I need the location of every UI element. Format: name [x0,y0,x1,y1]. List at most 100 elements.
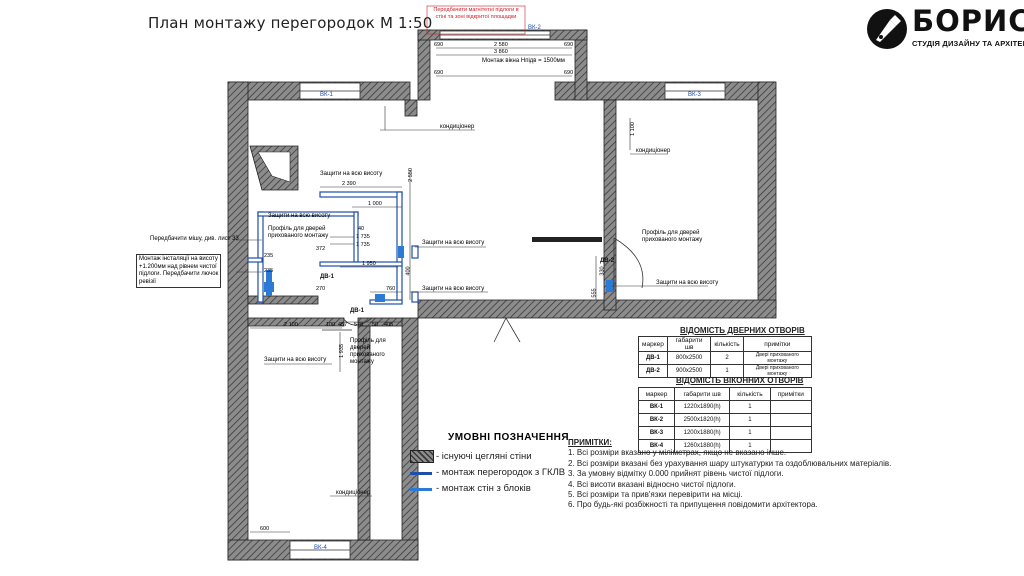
window-marker-vk1: ВК-1 [320,92,333,98]
note-item-2: 2. Всі розміри вказані без урахування ша… [568,458,892,468]
table-cell: 1260х1880(h) [673,439,731,453]
profile-label-b-line2: прихованого монтажу [642,237,703,243]
install-note-line3: підлоги. Передбачити лючок [139,271,219,277]
install-note-line4: ревізії [139,278,156,285]
door-table-header-marker: маркер [638,336,668,352]
table-cell: 1 [729,400,771,414]
window-mount-note: Монтаж вікна Hпідв = 1500мм [482,58,565,64]
table-cell [769,400,813,414]
dim-balcony-690-b: 690 [564,42,574,48]
window-table-header: маркер габарити шв кількість примітки [638,387,813,401]
dim-mid-235-a: 235 [264,253,274,259]
dim-right-330: 330 [599,266,606,276]
table-cell: ВК-2 [638,413,675,427]
table-row: ВК-3 1200х1880(h) 1 [638,426,813,440]
legend-swatch-gklv [410,472,432,475]
dim-balcony-690-a: 690 [434,42,444,48]
drawing-title: План монтажу перегородок М 1:50 [148,14,433,32]
legend-title: УМОВНІ ПОЗНАЧЕННЯ [448,432,570,443]
dim-lower-100: 100 [326,322,336,328]
table-row: ВК-2 2500х1820(h) 1 [638,413,813,427]
profile-label-b: Профіль для дверей прихованого монтажу [642,230,702,244]
note-item-4: 4. Всі висоти вказані відносно чистої пі… [568,479,736,489]
dim-balcony-690-c: 690 [434,70,444,76]
door-marker-dv1-a: ДВ-1 [320,274,334,280]
table-cell: 1 [710,364,744,378]
dim-top-2390: 2 390 [342,181,356,187]
install-note-line2: +1.200мм над рівнем чистої [139,263,217,270]
table-row: ДВ-1 800х2500 2 Двері прихованого монтаж… [638,351,813,365]
notes-title: ПРИМІТКИ: [568,438,612,447]
table-cell: 1 [729,439,771,453]
dim-bottom-600: 600 [260,526,270,532]
pen-nib-icon [867,9,907,49]
profile-label-c-line2: дверей [350,345,370,351]
legend-label-brick: - існуючі цегляні стіни [436,451,532,462]
dim-mid-270: 270 [316,286,326,292]
note-item-3: 3. За умовну відмітку 0.000 прийнят ріве… [568,469,784,479]
window-table: маркер габарити шв кількість примітки ВК… [638,387,813,453]
table-row: ВК-4 1260х1880(h) 1 [638,439,813,453]
full-height-label-d: Защити на всю висоту [422,286,485,292]
table-cell: ДВ-1 [638,351,668,365]
block-walls [264,246,614,302]
door-table-header-size: габарити шв [666,336,712,352]
table-cell: Двері прихованого монтажу [742,364,813,378]
dim-lower-50: 50 [372,322,379,328]
profile-label-b-line1: Профіль для дверей [642,230,700,236]
window-table-header-notes: примітки [769,387,813,401]
dim-top-1000: 1 000 [368,201,382,207]
table-row: ДВ-2 900х2500 1 Двері прихованого монтаж… [638,364,813,378]
door-table-header-count: кількість [710,336,744,352]
counter-line [532,237,602,242]
dim-balcony-2580: 2 580 [494,42,508,48]
window-table-header-size: габарити шв [673,387,731,401]
note-item-6: 6. Про будь-які розбіжності та припущенн… [568,500,818,510]
dim-lower-1935: 1 935 [338,344,345,358]
legend-swatch-block [410,488,432,491]
dim-lower-2100: 2 100 [284,322,298,328]
dim-mid-760: 760 [386,286,396,292]
dim-mid-235-b: 235 [264,268,274,274]
table-row: ВК-1 1220х1890(h) 1 [638,400,813,414]
notes: ПРИМІТКИ: 1. Всі розміри вказано у мілім… [568,438,891,511]
profile-label-a-line1: Профіль для дверей [268,226,326,232]
table-cell: ВК-4 [638,439,675,453]
dim-mid-1950: 1 950 [362,261,376,267]
dim-right-555: 555 [591,288,598,298]
table-cell: ВК-1 [638,400,675,414]
window-table-header-marker: маркер [638,387,675,401]
profile-label-c-line1: Профіль для [350,338,386,344]
dim-mid-372: 372 [316,246,326,252]
full-height-label-e: Защити на всю висоту [656,280,719,286]
full-height-label-f: Защити на всю висоту [264,357,327,363]
table-cell: 1220х1890(h) [673,400,731,414]
door-marker-dv2: ДВ-2 [600,258,614,264]
table-cell [769,413,813,427]
dim-lower-405: 405 [384,322,394,328]
window-marker-vk4: ВК-4 [314,545,327,551]
dim-right-400: 400 [405,266,412,276]
table-cell: 1 [729,413,771,427]
legend-swatch-brick [410,450,434,463]
legend-label-gklv: - монтаж перегородок з ГКЛВ [436,467,566,478]
conditioner-label-b: кондиціонер [636,148,671,154]
red-note-box [426,5,526,35]
legend-label-block: - монтаж стін з блоків [436,483,531,494]
logo: БОРИС СТУДІЯ ДИЗАЙНУ ТА АРХІТЕКТУРИ [866,4,1024,50]
table-cell: Двері прихованого монтажу [742,351,813,365]
table-cell: 2 [710,351,744,365]
profile-label-a-line2: прихованого монтажу [268,233,329,239]
dim-right-2550: 2 550 [407,168,414,182]
note-item-1: 1. Всі розміри вказано у міліметрах, якщ… [568,448,787,458]
door-table-caption: ВІДОМІСТЬ ДВЕРНИХ ОТВОРІВ [680,326,805,335]
shaft [249,145,299,191]
red-note: Передбачити магнітетні підлоги в стіні т… [433,7,519,20]
window-marker-vk2: ВК-2 [528,25,541,31]
table-cell: ДВ-2 [638,364,668,378]
window-table-header-count: кількість [729,387,771,401]
logo-name: БОРИС [912,4,1024,38]
door-table-header: маркер габарити шв кількість примітки [638,336,813,352]
note-item-5: 5. Всі розміри та прив'язки перевірити н… [568,490,743,500]
